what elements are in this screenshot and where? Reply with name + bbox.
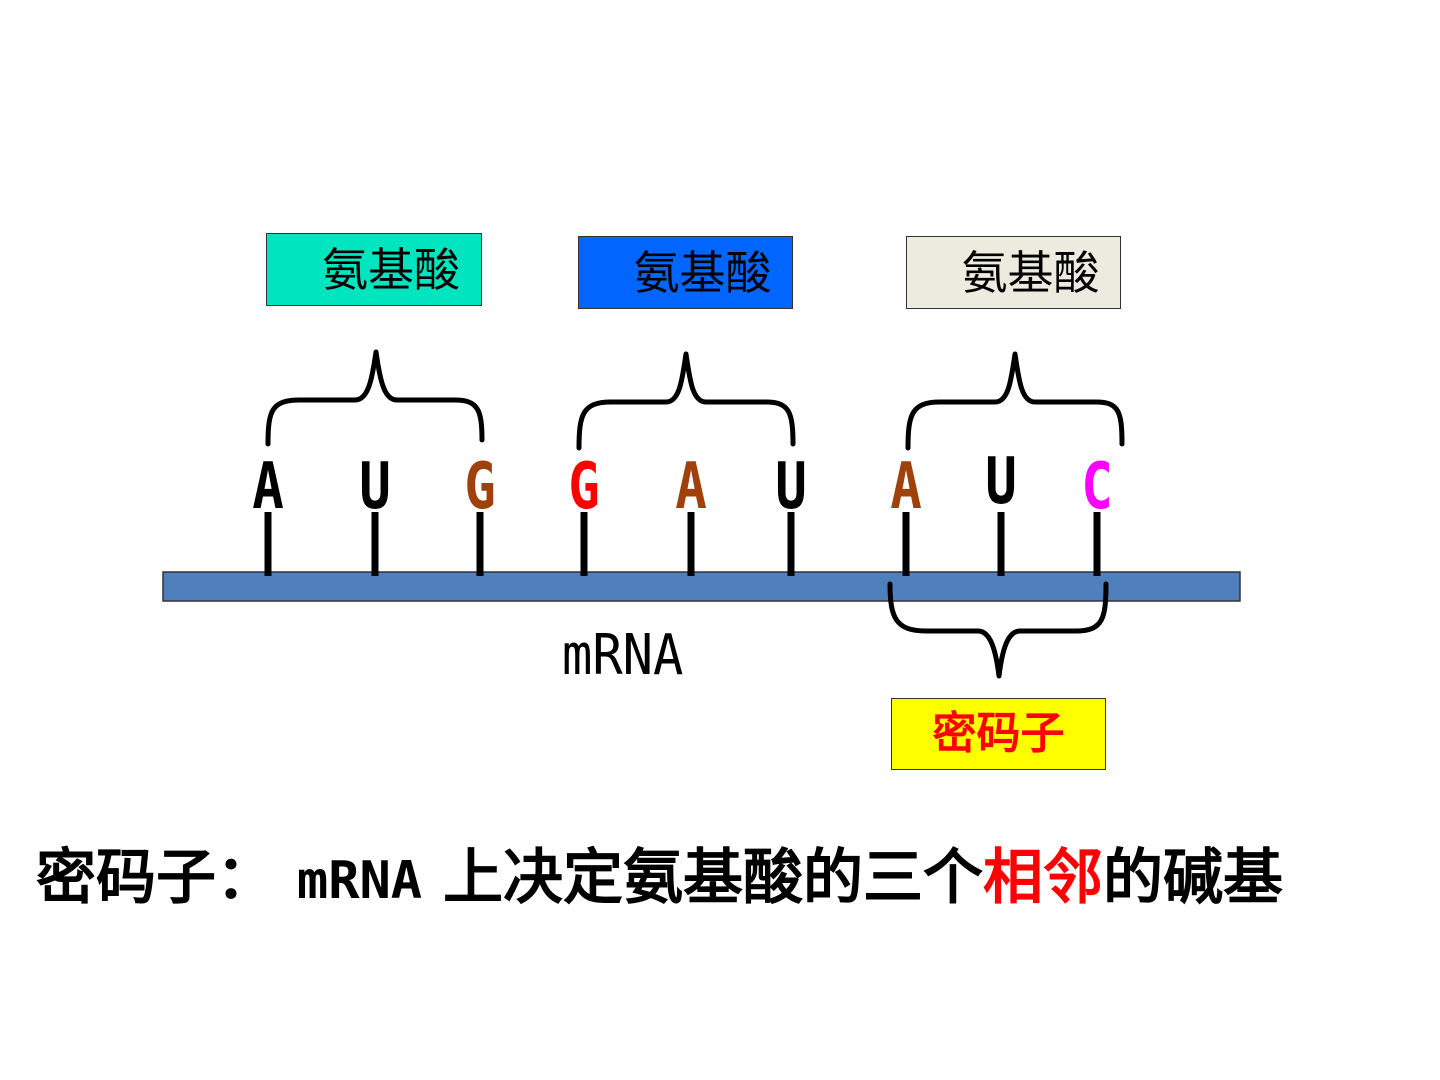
base-7: A xyxy=(890,450,922,524)
codon-brace-3 xyxy=(905,351,1125,451)
definition-text-after: 的碱基 xyxy=(1103,843,1284,913)
base-6: U xyxy=(775,450,807,524)
base-stems xyxy=(264,512,1101,576)
codon-brace-1 xyxy=(265,349,485,447)
base-2: U xyxy=(359,450,391,524)
base-3: G xyxy=(464,450,496,524)
mrna-strand xyxy=(162,571,1241,602)
base-4: G xyxy=(568,450,600,524)
definition-term: 密码子： xyxy=(36,843,276,913)
definition-molecule: mRNA xyxy=(296,851,423,911)
base-1: A xyxy=(252,450,284,524)
codon-brace-2 xyxy=(576,351,796,451)
codon-label: 密码子 xyxy=(891,698,1106,770)
base-9: C xyxy=(1081,450,1113,524)
amino-acid-label-2: 氨基酸 xyxy=(578,236,793,309)
base-8: U xyxy=(985,445,1017,519)
definition-text-before: 上决定氨基酸的三个 xyxy=(443,843,984,913)
amino-acid-label-3: 氨基酸 xyxy=(906,236,1121,309)
codon-definition: 密码子： mRNA 上决定氨基酸的三个相邻的碱基 xyxy=(36,848,1416,908)
mrna-label: mRNA xyxy=(562,623,684,688)
codon-brace-lower xyxy=(887,581,1109,679)
base-5: A xyxy=(675,450,707,524)
definition-highlight: 相邻 xyxy=(983,843,1104,913)
amino-acid-label-1: 氨基酸 xyxy=(266,233,482,306)
